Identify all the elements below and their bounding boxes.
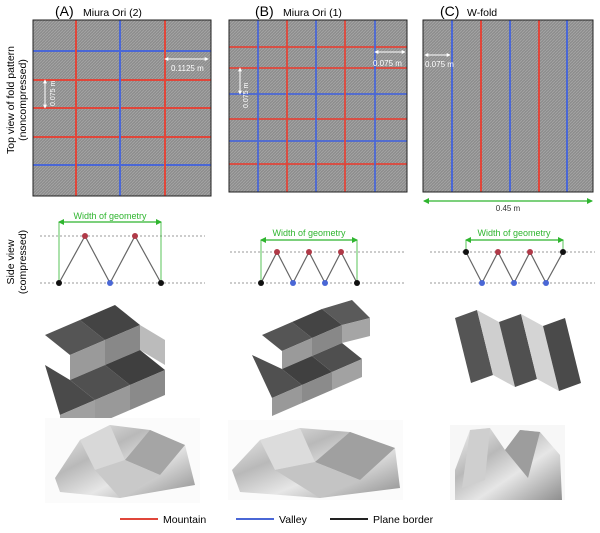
- panel-c-pattern: 0.075 m 0.45 m: [422, 19, 594, 213]
- panel-b-pattern: 0.075 m 0.075 m: [228, 19, 408, 193]
- legend-border-label: Plane border: [373, 514, 434, 526]
- panel-c-width-label: 0.075 m: [425, 60, 454, 69]
- folded-render-b: [252, 300, 370, 416]
- side-view-label: Side view: [5, 239, 17, 284]
- side-view-b-label: Width of geometry: [272, 228, 346, 238]
- photo-b: [228, 420, 403, 500]
- folded-render-a: [45, 305, 165, 435]
- panel-c-title: (C) W-fold: [440, 3, 497, 19]
- panel-b-height-label: 0.075 m: [243, 83, 250, 108]
- panel-b-letter: (B): [255, 3, 274, 19]
- panel-a-pattern: 0.1125 m 0.075 m: [32, 19, 212, 197]
- panel-b-title: (B) Miura Ori (1): [255, 3, 342, 19]
- top-view-sublabel: (noncompressed): [17, 59, 29, 141]
- legend: Mountain Valley Plane border: [120, 514, 434, 526]
- photo-c: [450, 425, 565, 500]
- panel-c-name: W-fold: [467, 7, 497, 19]
- panel-a-name: Miura Ori (2): [83, 7, 142, 19]
- folded-render-c: [455, 310, 581, 391]
- side-view-c-label: Width of geometry: [477, 228, 551, 238]
- photo-a: [45, 418, 200, 503]
- panel-b-width-label: 0.075 m: [373, 59, 402, 68]
- side-view-b: Width of geometry: [230, 228, 405, 286]
- panel-a-title: (A) Miura Ori (2): [55, 3, 142, 19]
- panel-c-letter: (C): [440, 3, 459, 19]
- panel-a-letter: (A): [55, 3, 74, 19]
- legend-valley-label: Valley: [279, 514, 308, 526]
- side-view-sublabel: (compressed): [17, 230, 29, 294]
- side-view-a-label: Width of geometry: [73, 211, 147, 221]
- top-view-label: Top view of fold pattern: [5, 46, 17, 154]
- panel-b-name: Miura Ori (1): [283, 7, 342, 19]
- panel-c-total-width-label: 0.45 m: [496, 204, 521, 213]
- side-view-c: Width of geometry: [430, 228, 595, 286]
- panel-a-height-label: 0.075 m: [50, 81, 57, 106]
- legend-mountain-label: Mountain: [163, 514, 206, 526]
- panel-a-width-label: 0.1125 m: [171, 64, 204, 73]
- side-view-a: Width of geometry: [40, 211, 205, 286]
